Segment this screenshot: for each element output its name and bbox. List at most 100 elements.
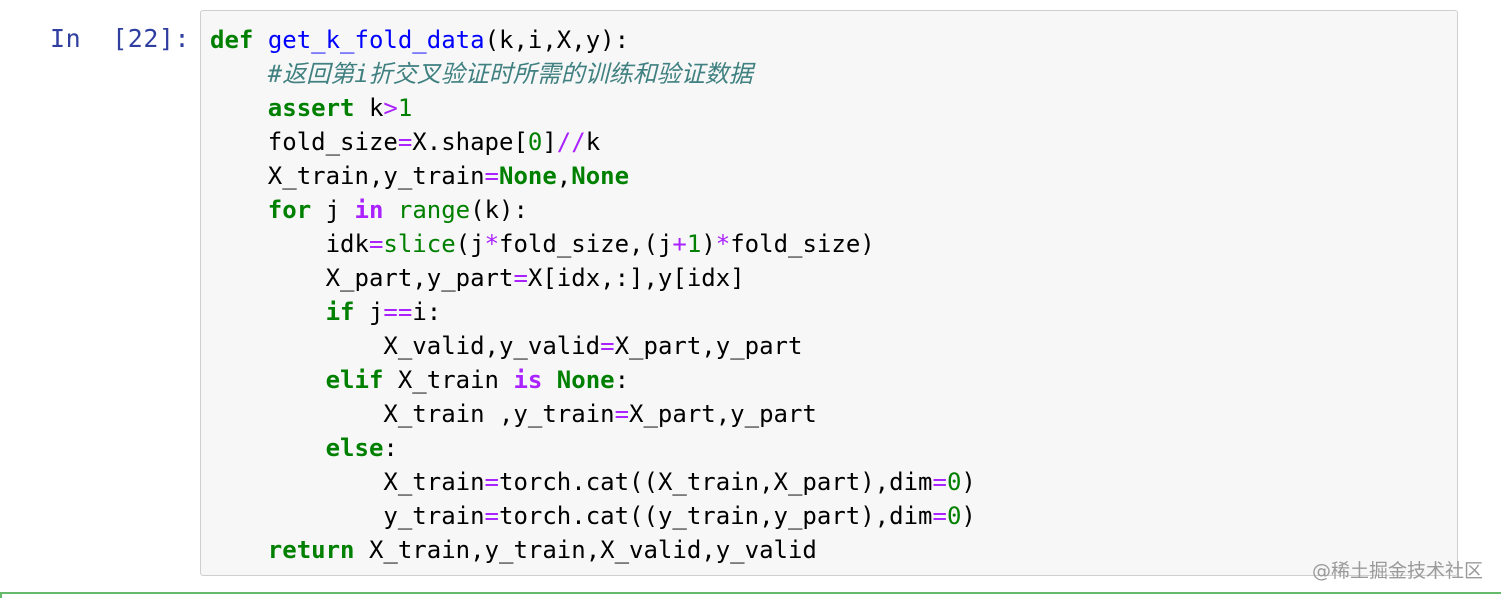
- code-line: X_valid,y_valid=X_part,y_part: [210, 329, 976, 363]
- code-token: [210, 298, 326, 326]
- code-token: +: [672, 230, 687, 258]
- code-token: if: [325, 298, 355, 326]
- code-token: *: [715, 230, 731, 258]
- code-line: else:: [210, 431, 976, 465]
- code-token: None: [556, 366, 615, 394]
- code-token: X_train: [210, 468, 485, 496]
- code-token: X_part,y_part: [210, 264, 514, 292]
- code-token: =: [484, 468, 499, 496]
- code-token: X_train,y_train,X_valid,y_valid: [354, 536, 817, 564]
- code-line: y_train=torch.cat((y_train,y_part),dim=0…: [210, 499, 976, 533]
- code-token: [210, 434, 326, 462]
- code-line: #返回第i折交叉验证时所需的训练和验证数据: [210, 57, 976, 91]
- code-token: in: [354, 196, 384, 224]
- code-token: =: [600, 332, 615, 360]
- code-line: X_train=torch.cat((X_train,X_part),dim=0…: [210, 465, 976, 499]
- code-token: X_train: [383, 366, 514, 394]
- input-prompt: In [22]:: [50, 24, 190, 53]
- code-token: [210, 94, 268, 122]
- code-token: fold_size: [210, 128, 398, 156]
- watermark: @稀土掘金技术社区: [1311, 560, 1483, 582]
- code-line: fold_size=X.shape[0]//k: [210, 125, 976, 159]
- code-token: [383, 196, 397, 224]
- code-token: X_part,y_part: [629, 400, 817, 428]
- code-token: y_train: [210, 502, 485, 530]
- code-token: ): [961, 502, 976, 530]
- code-token: [210, 366, 326, 394]
- code-token: fold_size): [730, 230, 875, 258]
- code-token: assert: [267, 94, 355, 122]
- code-token: =: [368, 230, 384, 258]
- code-token: =: [513, 264, 528, 292]
- code-token: torch.cat((X_train,X_part),dim: [499, 468, 933, 496]
- code-token: 1: [686, 230, 702, 258]
- code-token: (k):: [470, 196, 528, 224]
- code-token: X[idx,:],y[idx]: [527, 264, 745, 292]
- code-token: =: [614, 400, 630, 428]
- code-token: 0: [946, 468, 962, 496]
- code-token: 0: [527, 128, 543, 156]
- code-token: ): [701, 230, 716, 258]
- code-token: #返回第i折交叉验证时所需的训练和验证数据: [267, 60, 753, 88]
- next-cell-selected[interactable]: [0, 592, 1501, 598]
- code-token: [210, 196, 268, 224]
- code-token: j: [311, 196, 355, 224]
- code-line: assert k>1: [210, 91, 976, 125]
- code-token: [210, 60, 268, 88]
- code-token: idk: [210, 230, 369, 258]
- code-token: :: [383, 434, 398, 462]
- code-token: (k,i,X,y):: [484, 26, 630, 54]
- code-token: range: [397, 196, 471, 224]
- code-line: return X_train,y_train,X_valid,y_valid: [210, 533, 976, 567]
- code-token: None: [499, 162, 557, 190]
- code-block[interactable]: def get_k_fold_data(k,i,X,y): #返回第i折交叉验证…: [210, 23, 976, 567]
- code-token: else: [325, 434, 384, 462]
- code-token: get_k_fold_data: [267, 26, 485, 54]
- code-line: elif X_train is None:: [210, 363, 976, 397]
- code-token: =: [932, 502, 947, 530]
- code-token: ): [961, 468, 976, 496]
- code-token: *: [484, 230, 500, 258]
- code-line: idk=slice(j*fold_size,(j+1)*fold_size): [210, 227, 976, 261]
- code-token: torch.cat((y_train,y_part),dim: [499, 502, 933, 530]
- code-token: =: [397, 128, 413, 156]
- code-token: return: [267, 536, 355, 564]
- code-token: =: [484, 502, 499, 530]
- code-token: ==: [383, 298, 413, 326]
- code-cell-editor[interactable]: def get_k_fold_data(k,i,X,y): #返回第i折交叉验证…: [200, 10, 1458, 576]
- code-token: 0: [946, 502, 962, 530]
- code-line: if j==i:: [210, 295, 976, 329]
- code-token: [210, 536, 268, 564]
- code-token: ]: [542, 128, 557, 156]
- code-token: =: [484, 162, 499, 190]
- code-line: X_train,y_train=None,None: [210, 159, 976, 193]
- code-token: :: [614, 366, 630, 394]
- code-token: X_train,y_train: [210, 162, 485, 190]
- code-token: slice: [383, 230, 456, 258]
- code-token: //: [556, 128, 586, 156]
- code-token: [253, 26, 267, 54]
- code-token: def: [210, 26, 254, 54]
- code-token: j: [354, 298, 384, 326]
- code-token: k: [585, 128, 601, 156]
- code-line: X_train ,y_train=X_part,y_part: [210, 397, 976, 431]
- code-token: >: [383, 94, 398, 122]
- code-token: ,: [556, 162, 572, 190]
- code-line: for j in range(k):: [210, 193, 976, 227]
- code-token: 1: [397, 94, 413, 122]
- code-token: for: [267, 196, 312, 224]
- code-line: X_part,y_part=X[idx,:],y[idx]: [210, 261, 976, 295]
- code-line: def get_k_fold_data(k,i,X,y):: [210, 23, 976, 57]
- code-token: k: [354, 94, 384, 122]
- code-token: X.shape[: [412, 128, 528, 156]
- code-token: i:: [412, 298, 442, 326]
- code-token: X_valid,y_valid: [210, 332, 601, 360]
- code-token: =: [932, 468, 947, 496]
- code-token: X_train ,y_train: [210, 400, 615, 428]
- code-token: (j: [455, 230, 485, 258]
- code-token: None: [571, 162, 630, 190]
- code-token: is: [513, 366, 543, 394]
- code-token: [542, 366, 556, 394]
- code-token: elif: [325, 366, 384, 394]
- code-token: X_part,y_part: [614, 332, 803, 360]
